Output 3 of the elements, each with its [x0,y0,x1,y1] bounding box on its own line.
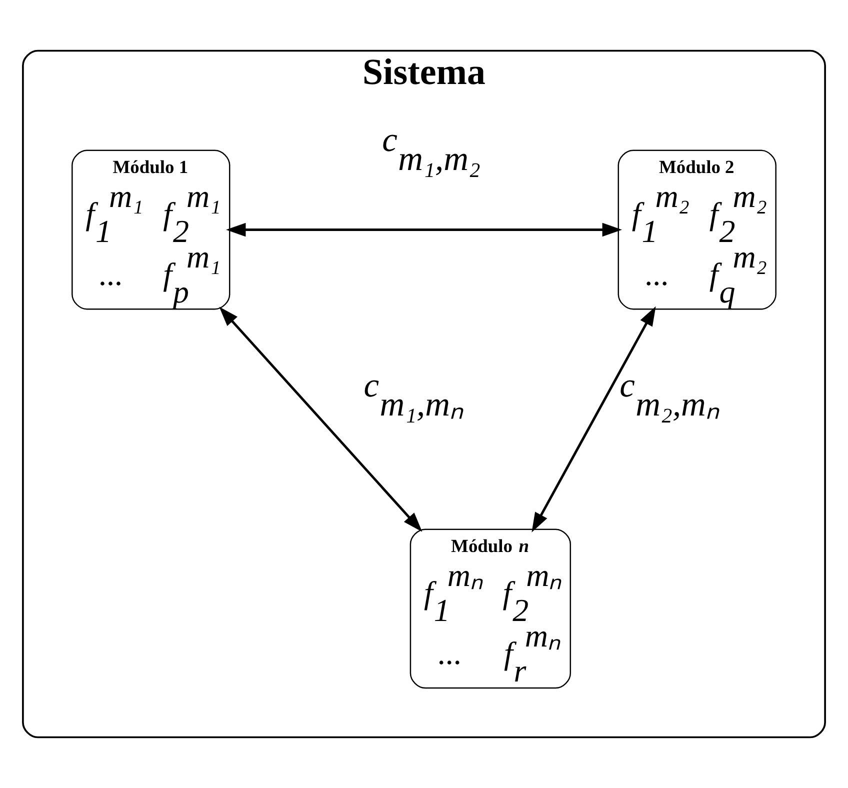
arrow [219,306,422,532]
arrow [226,222,622,237]
arrow [532,306,656,532]
